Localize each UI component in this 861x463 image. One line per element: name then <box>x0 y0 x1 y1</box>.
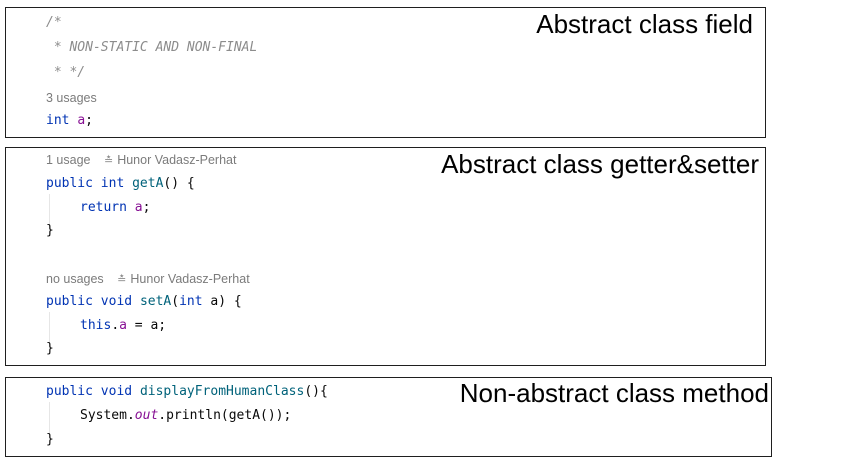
comment-line: * */ <box>46 65 86 80</box>
panel-non-abstract-method: Non-abstract class method public void di… <box>5 377 772 457</box>
panel-abstract-field: Abstract class field /* * NON-STATIC AND… <box>5 7 766 138</box>
comment-line: * NON-STATIC AND NON-FINAL <box>46 40 258 55</box>
indent-guide <box>49 312 50 348</box>
usages-hint[interactable]: no usages <box>46 272 104 286</box>
comment-line: /* <box>46 15 62 30</box>
panel-title: Abstract class field <box>536 9 753 39</box>
getter-close: } <box>46 223 54 238</box>
setter-inlay-hint[interactable]: no usages ≛Hunor Vadasz-Perhat <box>46 271 250 288</box>
author-hint[interactable]: ≛Hunor Vadasz-Perhat <box>104 153 237 167</box>
getter-inlay-hint[interactable]: 1 usage ≛Hunor Vadasz-Perhat <box>46 152 236 169</box>
setter-close: } <box>46 341 54 356</box>
indent-guide <box>49 402 50 438</box>
panel-getter-setter: Abstract class getter&setter 1 usage ≛Hu… <box>5 147 766 366</box>
getter-return: return a; <box>80 200 151 215</box>
usages-hint[interactable]: 3 usages <box>46 91 97 105</box>
setter-assignment: this.a = a; <box>80 318 167 333</box>
method-close: } <box>46 432 54 447</box>
author-name: Hunor Vadasz-Perhat <box>117 153 237 167</box>
person-icon: ≛ <box>117 274 127 286</box>
author-name: Hunor Vadasz-Perhat <box>130 272 250 286</box>
usages-hint[interactable]: 1 usage <box>46 153 91 167</box>
field-declaration: int a; <box>46 113 93 128</box>
getter-signature: public int getA() { <box>46 176 195 191</box>
panel-title: Non-abstract class method <box>459 378 769 408</box>
person-icon: ≛ <box>103 155 114 167</box>
panel-title: Abstract class getter&setter <box>441 149 759 179</box>
author-hint[interactable]: ≛Hunor Vadasz-Perhat <box>117 272 250 286</box>
indent-guide <box>49 194 50 230</box>
println-call: System.out.println(getA()); <box>80 408 292 423</box>
setter-signature: public void setA(int a) { <box>46 294 242 309</box>
method-signature: public void displayFromHumanClass(){ <box>46 384 328 399</box>
